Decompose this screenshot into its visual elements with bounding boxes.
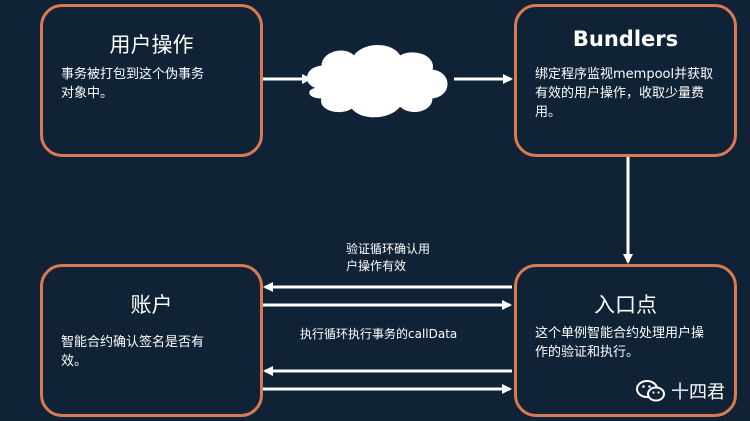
watermark: 十四君 xyxy=(635,378,725,404)
exec-loop-label: 执行循环执行事务的callData xyxy=(300,327,458,341)
mempool-cloud-shape xyxy=(307,45,448,118)
watermark-text: 十四君 xyxy=(671,382,725,403)
verify-loop-label: 验证循环确认用户操作有效 xyxy=(346,242,431,273)
user-operation-box: 用户操作 事务被打包到这个伪事务对象中。 xyxy=(40,4,263,157)
user-operation-desc: 事务被打包到这个伪事务对象中。 xyxy=(61,67,205,101)
bundlers-title: Bundlers xyxy=(572,27,679,51)
entry-point-title: 入口点 xyxy=(594,293,657,317)
account-box: 账户 智能合约确认签名是否有效。 xyxy=(40,264,263,417)
account-desc: 智能合约确认签名是否有效。 xyxy=(61,335,205,369)
entry-point-desc: 这个单例智能合约处理用户操作的验证和执行。 xyxy=(535,326,705,360)
bundlers-desc: 绑定程序监视mempool并获取有效的用户操作，收取少量费用。 xyxy=(535,67,714,120)
entry-point-box: 入口点 这个单例智能合约处理用户操作的验证和执行。 xyxy=(514,264,737,417)
user-operation-title: 用户操作 xyxy=(109,33,194,57)
account-title: 账户 xyxy=(130,293,173,317)
mempool-label: 内存池 xyxy=(361,77,401,92)
wechat-icon xyxy=(636,380,665,402)
bundlers-box: Bundlers 绑定程序监视mempool并获取有效的用户操作，收取少量费用。 xyxy=(514,4,737,157)
